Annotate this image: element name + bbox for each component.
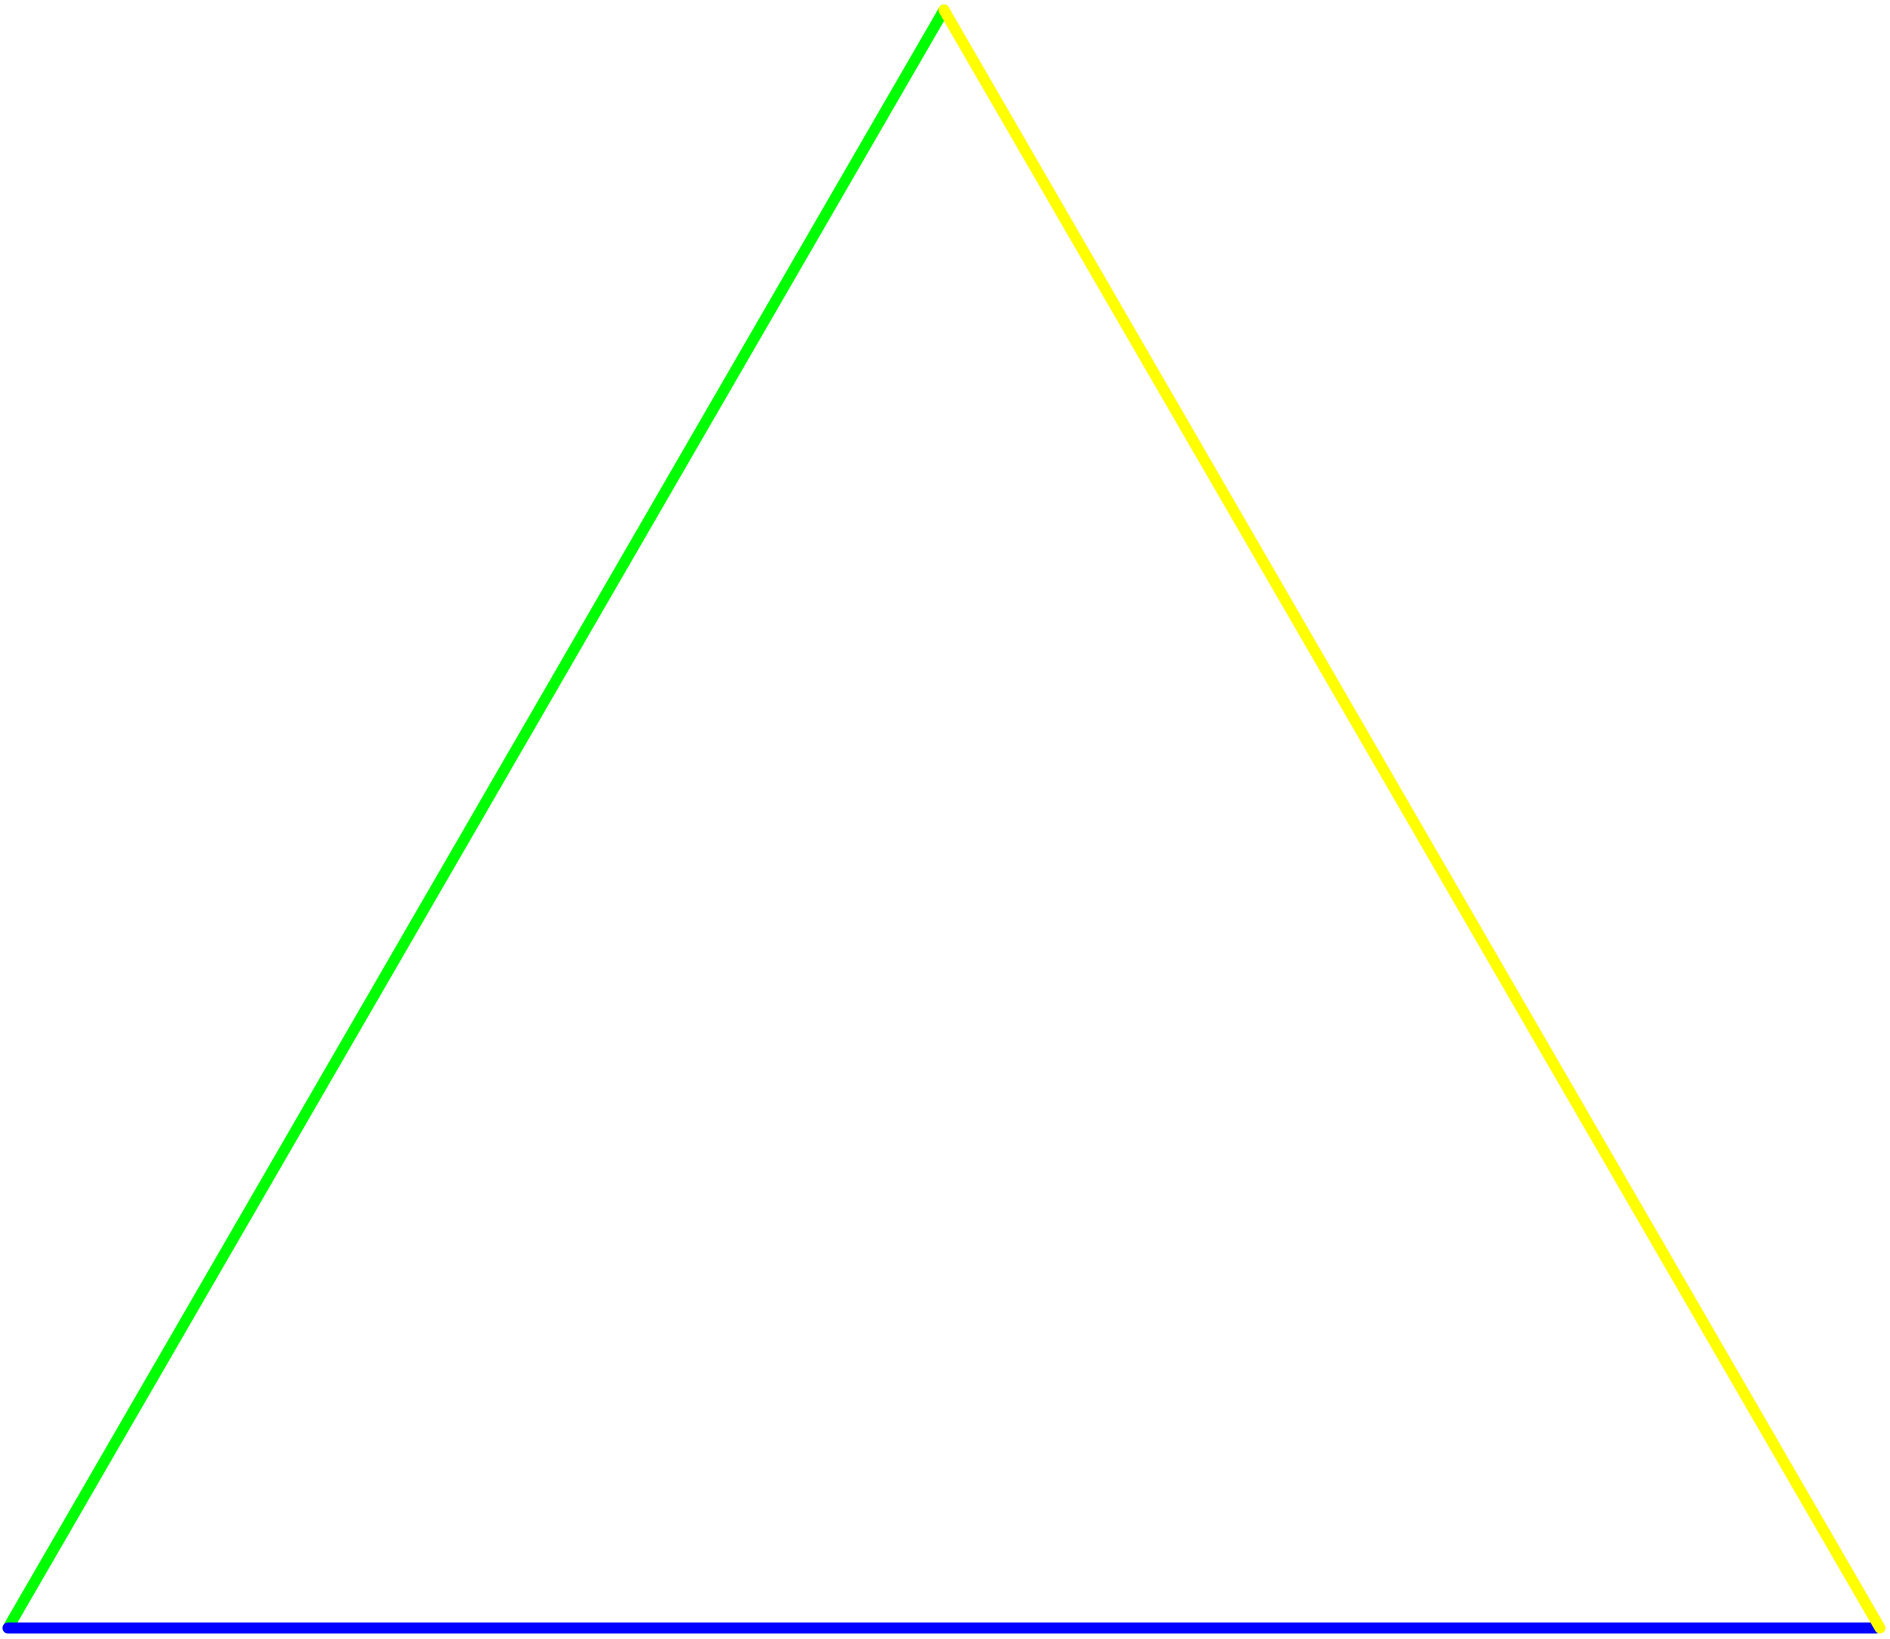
left-edge: [2, 4, 950, 1634]
right-edge: [938, 4, 1886, 1634]
